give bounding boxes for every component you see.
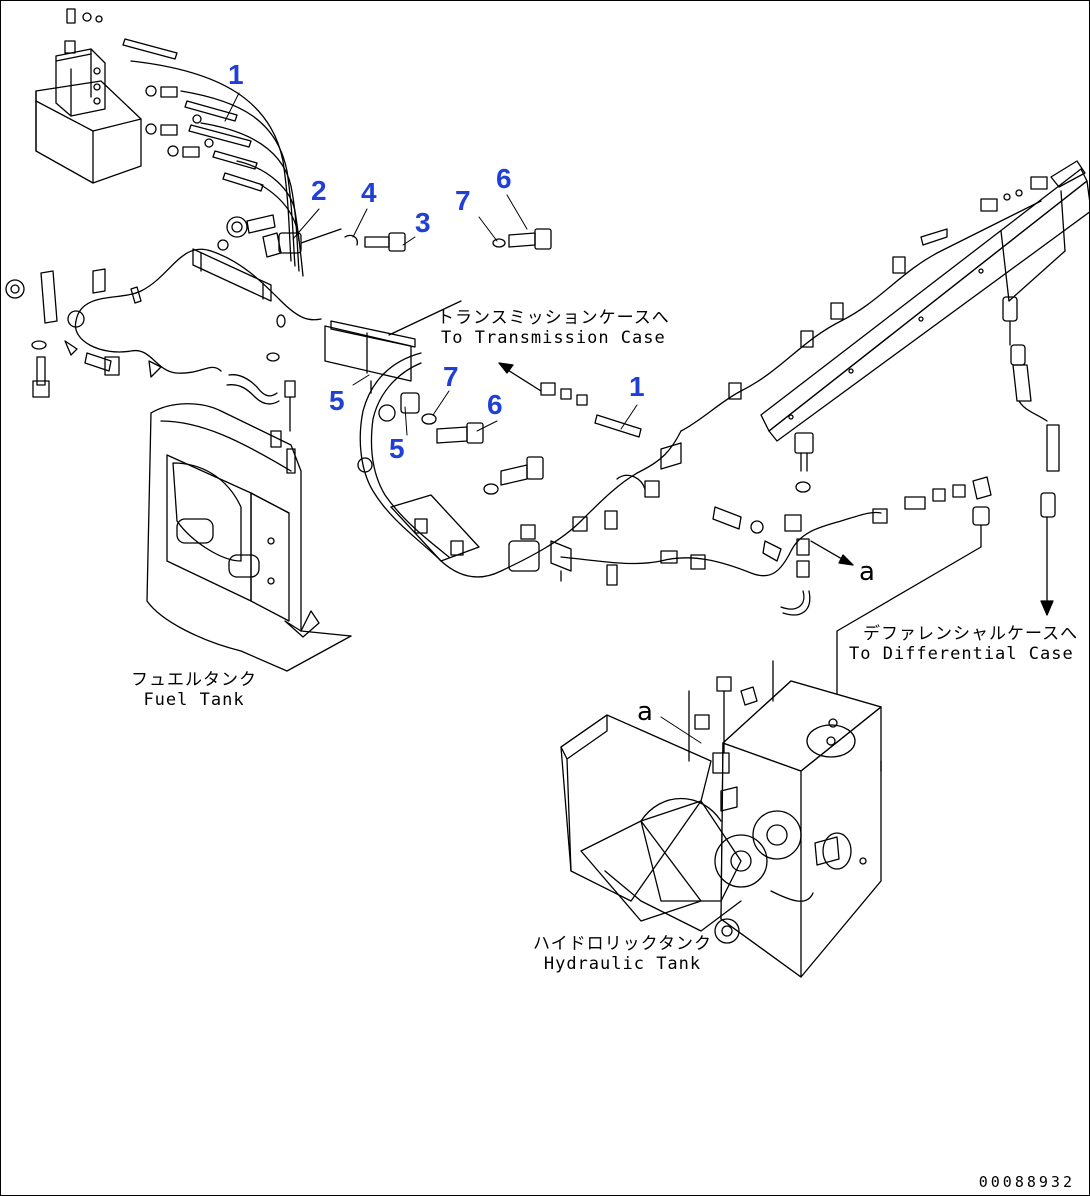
callout-number: 5	[389, 433, 405, 464]
callout-number: 7	[443, 361, 459, 392]
callout-leaders	[224, 92, 702, 744]
callout-number: 6	[487, 389, 503, 420]
hydraulic-tank-label: ハイドロリックタンク Hydraulic Tank	[533, 934, 712, 974]
callout-number: 6	[496, 163, 512, 194]
callout-number: 1	[228, 59, 244, 90]
callout-number: 5	[329, 385, 345, 416]
reference-mark-a: a	[637, 697, 653, 727]
center-harness	[357, 352, 682, 582]
clamp-assembly	[217, 214, 552, 258]
transmission-case-label-en: To Transmission Case	[441, 327, 666, 348]
transmission-case-label: トランスミッションケースへ To Transmission Case	[437, 308, 670, 348]
reference-mark-a: a	[859, 557, 875, 587]
clamp-plate	[324, 300, 462, 394]
callout-number: 4	[361, 177, 377, 208]
transmission-case-label-jp: トランスミッションケースへ	[437, 308, 670, 328]
callout-number: 7	[455, 185, 471, 216]
valve-block-assembly	[35, 8, 264, 192]
fuel-tank	[146, 403, 352, 672]
left-harness	[5, 248, 322, 474]
fuel-tank-label-en: Fuel Tank	[143, 689, 245, 710]
fuel-tank-label-jp: フュエルタンク	[131, 670, 257, 690]
hydraulic-tank-label-en: Hydraulic Tank	[543, 953, 702, 974]
long-bracket-bar	[680, 160, 1089, 442]
bolt-washer	[794, 432, 814, 493]
differential-case-label-en: To Differential Case	[849, 643, 1074, 664]
hydraulic-tank-label-jp: ハイドロリックタンク	[533, 934, 712, 954]
lower-harness	[560, 476, 992, 702]
callout-number: 1	[629, 371, 645, 402]
arrow-transmission	[498, 362, 642, 438]
hose-bundle	[130, 60, 304, 277]
callout-number: 2	[311, 175, 327, 206]
hydraulic-tank	[560, 660, 882, 978]
drawing-number: 00088932	[978, 1173, 1075, 1191]
differential-hose	[1002, 296, 1060, 616]
differential-case-label-jp: デファレンシャルケースへ	[863, 624, 1079, 644]
fuel-tank-label: フュエルタンク Fuel Tank	[131, 670, 257, 710]
callout-number: 3	[415, 207, 431, 238]
differential-case-label: デファレンシャルケースへ To Differential Case	[849, 624, 1079, 664]
